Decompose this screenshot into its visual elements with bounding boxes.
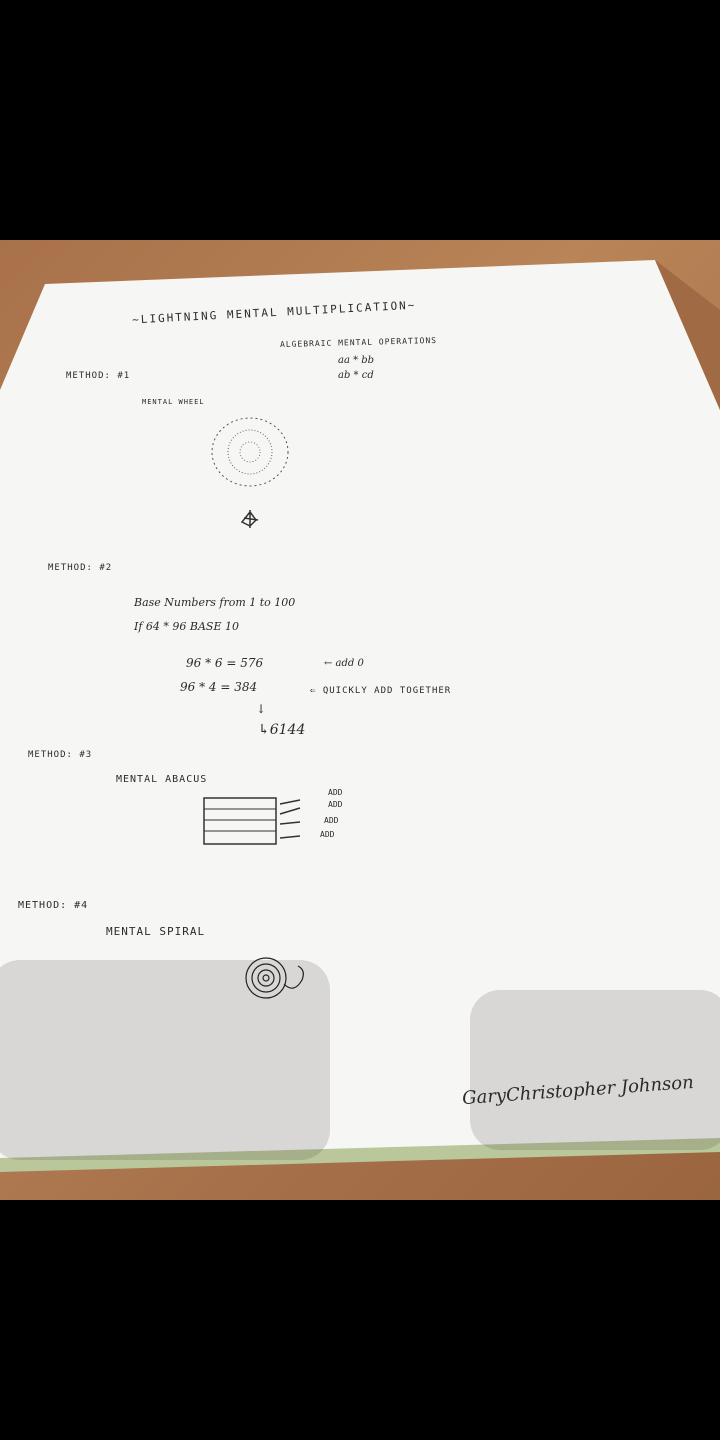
method-1-name: MENTAL WHEEL	[142, 398, 205, 406]
method-2-step-2: 96 * 4 = 384	[180, 680, 258, 694]
method-2-step-1: 96 * 6 = 576	[186, 656, 264, 670]
hand-shadow-right	[470, 990, 720, 1150]
add-label-1: ADD	[328, 788, 343, 797]
add-label-4: ADD	[320, 830, 335, 839]
algebra-line-2: ab * cd	[338, 370, 374, 381]
method-2-line-1: Base Numbers from 1 to 100	[134, 596, 296, 609]
down-arrow: ↓	[256, 702, 267, 716]
method-3-name: MENTAL ABACUS	[116, 774, 208, 785]
method-2-line-2: If 64 * 96 BASE 10	[134, 620, 239, 633]
add-label-2: ADD	[328, 800, 343, 809]
method-2-step-1-note: ← add 0	[324, 658, 364, 669]
notepad-paper	[0, 260, 720, 1172]
method-1-label: METHOD: #1	[66, 371, 131, 381]
paper-corner	[655, 260, 720, 410]
mental-abacus-drawing	[203, 797, 301, 845]
paper-sheet	[0, 260, 720, 1158]
mental-wheel-drawing	[211, 417, 289, 528]
method-2-step-2-note: ⇐ QUICKLY ADD TOGETHER	[310, 686, 452, 696]
photo: ~LIGHTNING MENTAL MULTIPLICATION~ ALGEBR…	[0, 240, 720, 1200]
method-4-name: MENTAL SPIRAL	[106, 925, 206, 938]
method-2-label: METHOD: #2	[48, 563, 113, 573]
method-2-result: ↳6144	[258, 722, 306, 738]
algebra-line-1: aa * bb	[338, 355, 375, 366]
add-label-3: ADD	[324, 816, 339, 825]
method-3-label: METHOD: #3	[28, 750, 93, 760]
method-4-label: METHOD: #4	[18, 900, 89, 911]
hand-shadow-left	[0, 960, 330, 1160]
mental-spiral-drawing	[245, 957, 304, 999]
